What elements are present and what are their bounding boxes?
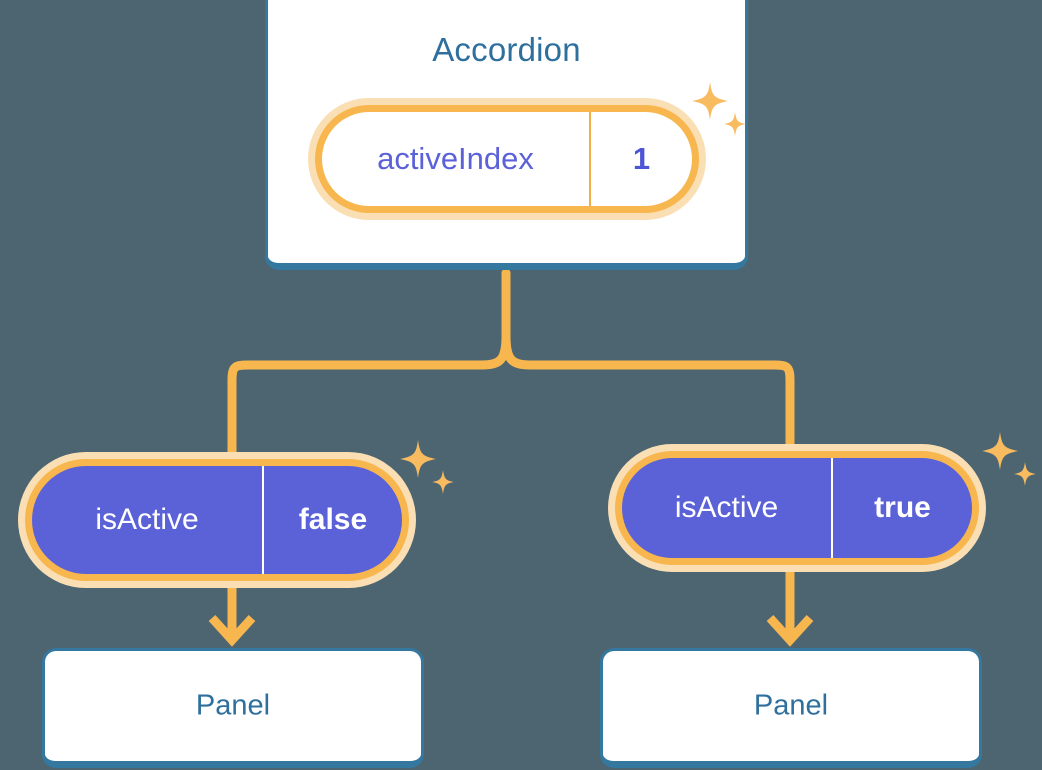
sparkle-small-icon <box>432 470 454 494</box>
arrow-down-right-icon <box>766 572 814 647</box>
pill-ring: isActive false <box>25 459 409 581</box>
state-pill-active-index[interactable]: activeIndex 1 <box>308 98 706 220</box>
sparkle-small-icon <box>1014 462 1036 486</box>
pill-body: activeIndex 1 <box>322 112 692 206</box>
pill-body: isActive false <box>32 466 402 574</box>
prop-key-label: isActive <box>32 466 264 574</box>
panel-card-left[interactable]: Panel <box>42 648 424 768</box>
sparkle-large-icon <box>400 440 436 478</box>
arrow-down-icon <box>208 588 256 647</box>
sparkle-cluster-right <box>982 432 1036 486</box>
branch-connector-icon <box>227 268 511 460</box>
state-value-label: 1 <box>632 141 651 176</box>
prop-pill-is-active-false[interactable]: isActive false <box>18 452 416 588</box>
prop-pill-is-active-true[interactable]: isActive true <box>608 444 986 572</box>
state-key-label: activeIndex <box>322 112 591 206</box>
branch-connector-right-icon <box>501 331 795 455</box>
prop-key-label: isActive <box>622 458 833 558</box>
prop-value-label: true <box>874 491 931 524</box>
panel-title: Panel <box>195 689 271 722</box>
panel-title: Panel <box>753 689 829 722</box>
pill-ring: activeIndex 1 <box>315 105 699 213</box>
pill-ring: isActive true <box>615 451 979 565</box>
panel-card-right[interactable]: Panel <box>600 648 982 768</box>
sparkle-large-icon <box>982 432 1018 470</box>
page-title: Accordion <box>432 31 581 68</box>
prop-value-label: false <box>298 503 368 536</box>
pill-body: isActive true <box>622 458 972 558</box>
